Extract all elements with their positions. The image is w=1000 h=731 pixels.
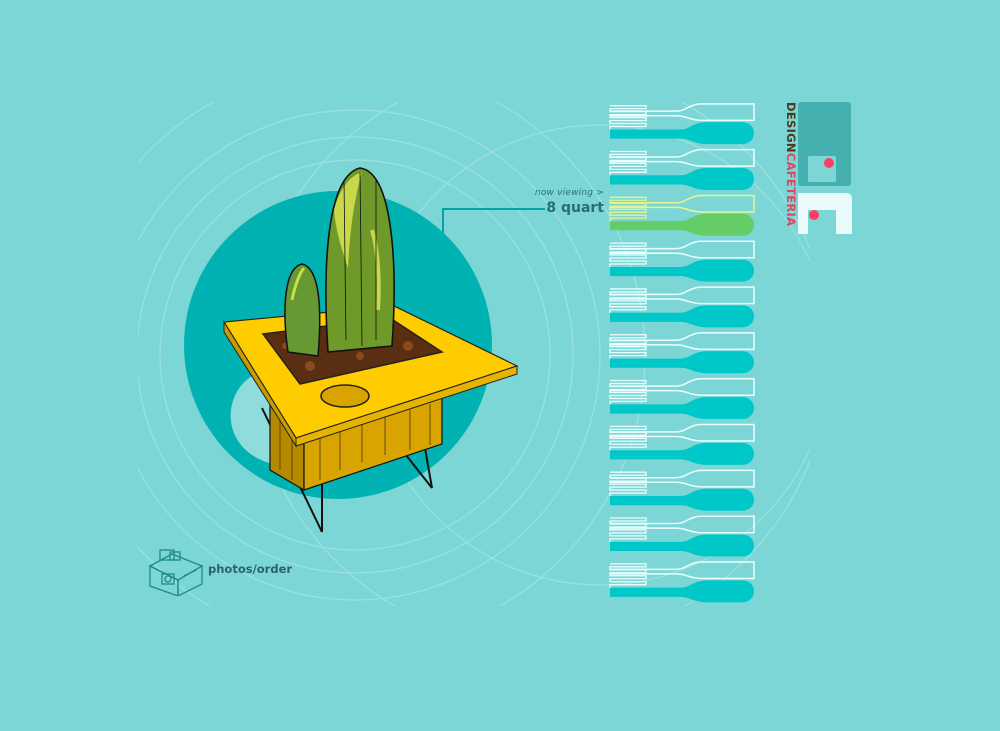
now-viewing-label: now viewing > <box>534 188 604 198</box>
size-option[interactable] <box>609 332 755 374</box>
size-option[interactable] <box>609 240 755 282</box>
size-option[interactable] <box>609 515 755 557</box>
size-option[interactable] <box>609 423 755 465</box>
size-option[interactable] <box>609 469 755 511</box>
brand-wordmark: DESIGNCAFETERIA <box>784 102 798 242</box>
photos-order-link[interactable]: photos/order <box>148 548 292 596</box>
size-option[interactable] <box>609 194 755 236</box>
size-option[interactable] <box>609 561 755 603</box>
size-option[interactable] <box>609 377 755 420</box>
size-option[interactable] <box>609 103 755 145</box>
now-viewing-caption: now viewing > 8 quart <box>500 188 604 216</box>
size-option[interactable] <box>609 148 755 190</box>
brand-part-cafeteria: CAFETERIA <box>784 152 798 227</box>
photos-order-label: photos/order <box>208 562 293 576</box>
size-option[interactable] <box>609 286 755 328</box>
camera-icon <box>148 549 204 596</box>
cactus-small <box>284 263 321 357</box>
selected-size-label: 8 quart <box>546 200 604 216</box>
cactus-large <box>325 167 395 353</box>
brand-part-design: DESIGN <box>784 102 798 153</box>
callout-line <box>442 208 545 233</box>
